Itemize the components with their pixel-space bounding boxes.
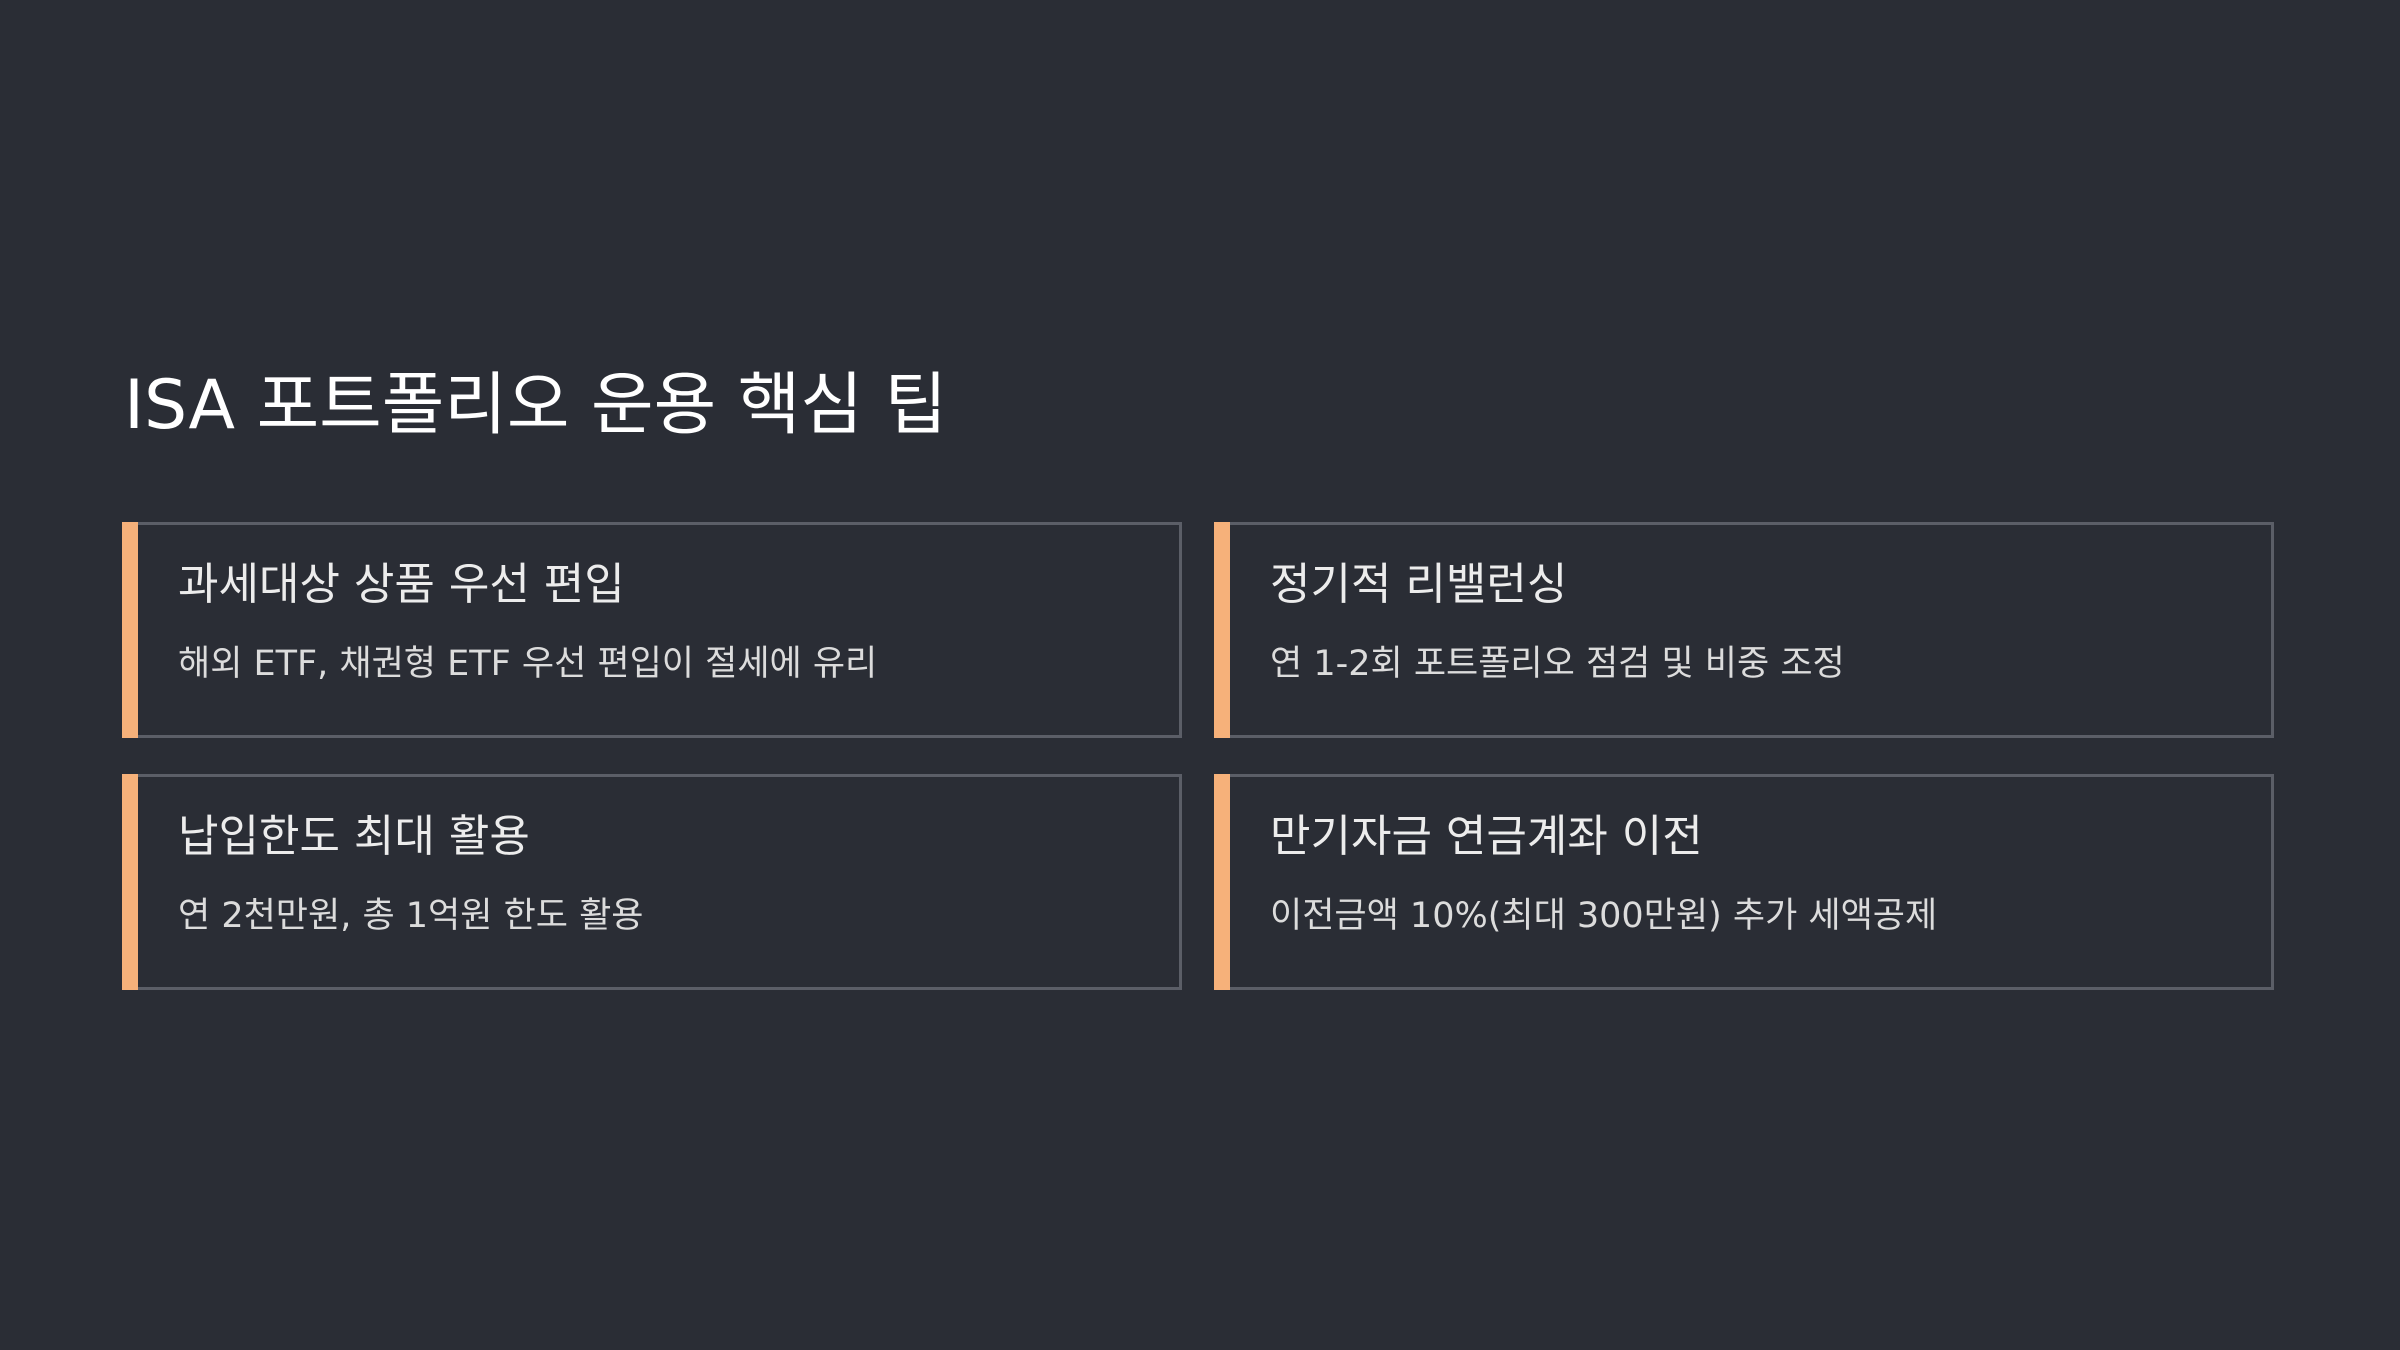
tip-card-rebalancing: 정기적 리밸런싱 연 1-2회 포트폴리오 점검 및 비중 조정 xyxy=(1214,522,2274,738)
tip-card-pension-transfer: 만기자금 연금계좌 이전 이전금액 10%(최대 300만원) 추가 세액공제 xyxy=(1214,774,2274,990)
card-heading: 과세대상 상품 우선 편입 xyxy=(178,559,625,610)
tip-card-grid: 과세대상 상품 우선 편입 해외 ETF, 채권형 ETF 우선 편입이 절세에… xyxy=(122,522,2274,990)
card-heading: 납입한도 최대 활용 xyxy=(178,811,530,862)
card-heading: 만기자금 연금계좌 이전 xyxy=(1270,811,1703,862)
slide-title: ISA 포트폴리오 운용 핵심 팁 xyxy=(124,366,948,445)
card-accent-bar xyxy=(122,522,138,738)
card-accent-bar xyxy=(1214,522,1230,738)
card-heading: 정기적 리밸런싱 xyxy=(1270,559,1568,610)
card-description: 해외 ETF, 채권형 ETF 우선 편입이 절세에 유리 xyxy=(178,644,878,684)
card-accent-bar xyxy=(1214,774,1230,990)
card-accent-bar xyxy=(122,774,138,990)
tip-card-taxable-products: 과세대상 상품 우선 편입 해외 ETF, 채권형 ETF 우선 편입이 절세에… xyxy=(122,522,1182,738)
card-description: 연 2천만원, 총 1억원 한도 활용 xyxy=(178,896,644,936)
card-description: 연 1-2회 포트폴리오 점검 및 비중 조정 xyxy=(1270,644,1845,684)
tip-card-contribution-limit: 납입한도 최대 활용 연 2천만원, 총 1억원 한도 활용 xyxy=(122,774,1182,990)
card-description: 이전금액 10%(최대 300만원) 추가 세액공제 xyxy=(1270,896,1938,936)
